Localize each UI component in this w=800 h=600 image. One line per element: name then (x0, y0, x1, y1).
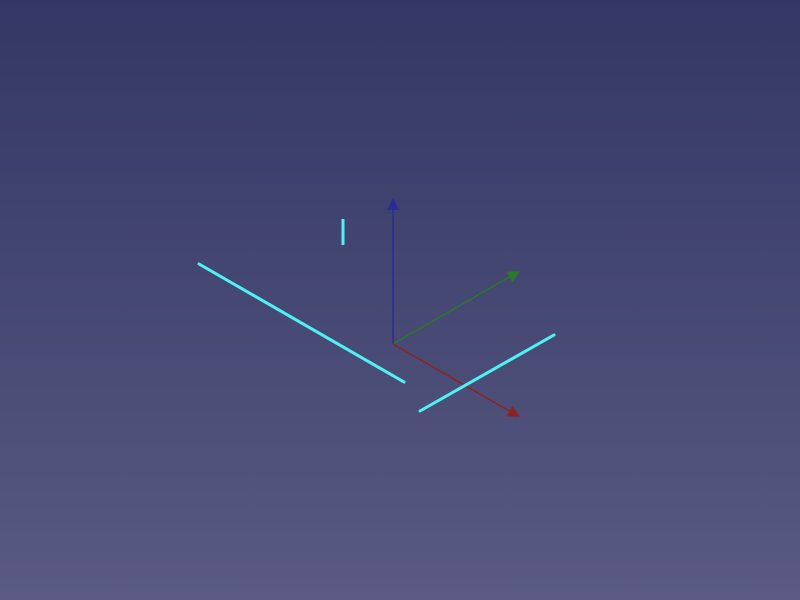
y-axis-arrow (392, 271, 520, 345)
edge-geometry[interactable] (197, 219, 556, 413)
x-axis-arrow (392, 343, 520, 417)
axis-gizmo (387, 198, 520, 417)
edge-line-long[interactable] (197, 262, 406, 384)
edge-line-right[interactable] (418, 333, 556, 413)
